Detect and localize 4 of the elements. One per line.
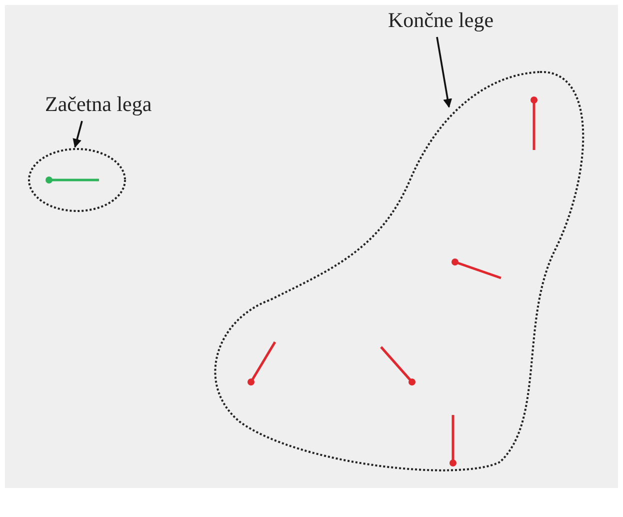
arrow (72, 120, 83, 148)
caption-text: Začetna lega (45, 92, 195, 118)
caption-text: Končne lege (388, 8, 518, 34)
arrow (436, 36, 452, 108)
